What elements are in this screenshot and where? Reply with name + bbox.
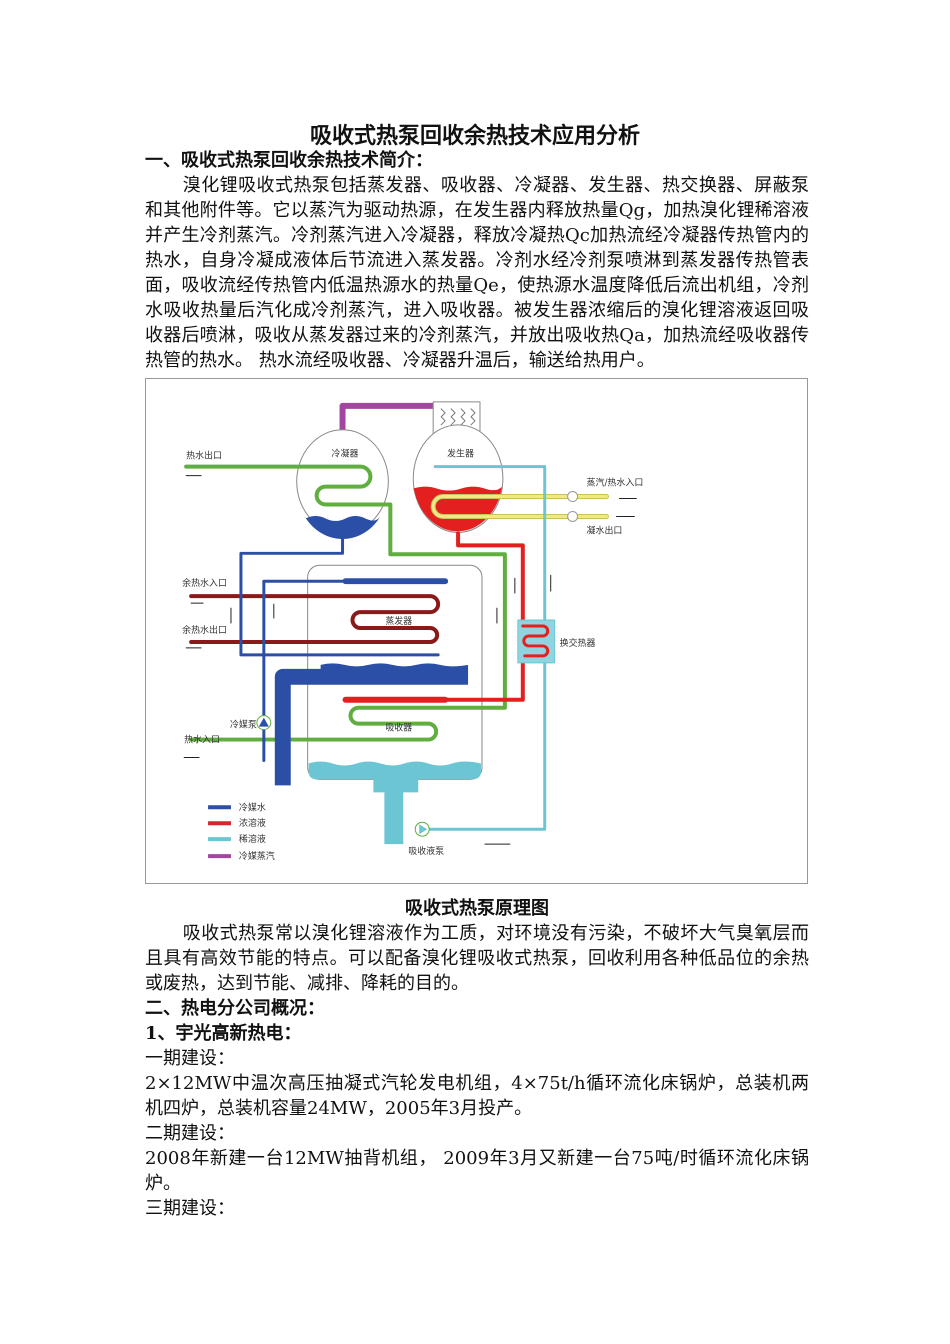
phase-3-label: 三期建设：	[145, 1198, 235, 1219]
legend-label: 冷媒水	[239, 801, 266, 813]
label-absorber: 吸收器	[385, 722, 412, 734]
section-1-heading: 一、吸收式热泵回收余热技术简介：	[145, 150, 433, 171]
phase-2-label: 二期建设：	[145, 1123, 235, 1144]
label-waste-water-out: 余热水出口	[182, 624, 227, 636]
label-evaporator: 蒸发器	[385, 615, 412, 627]
legend-label: 冷媒蒸汽	[239, 850, 275, 862]
figure-caption: 吸收式热泵原理图	[405, 898, 549, 919]
label-solution-pump: 吸收液泵	[408, 845, 444, 857]
label-condenser: 冷凝器	[332, 448, 359, 460]
diagram-svg: 热水出口 冷凝器 发生器 蒸汽/热水入口 凝水出口 余热水入口 余热水出口 蒸发…	[182, 401, 644, 862]
section-2-heading: 二、热电分公司概况：	[145, 998, 325, 1019]
label-hot-water-in: 热水入口	[184, 734, 220, 746]
legend-label: 稀溶液	[239, 833, 266, 845]
section-2: 吸收式热泵原理图 吸收式热泵常以溴化锂溶液作为工质，对环境没有污染，不破坏大气臭…	[145, 896, 809, 1221]
intro-paragraph: 溴化锂吸收式热泵包括蒸发器、吸收器、冷凝器、发生器、热交换器、屏蔽泵和其他附件等…	[145, 175, 809, 371]
legend: 冷媒水 浓溶液 稀溶液 冷媒蒸汽	[208, 801, 275, 862]
section-1: 一、吸收式热泵回收余热技术简介： 溴化锂吸收式热泵包括蒸发器、吸收器、冷凝器、发…	[145, 148, 809, 373]
label-hot-water-out: 热水出口	[186, 450, 222, 462]
heat-pump-diagram: 热水出口 冷凝器 发生器 蒸汽/热水入口 凝水出口 余热水入口 余热水出口 蒸发…	[145, 378, 808, 884]
page-title: 吸收式热泵回收余热技术应用分析	[309, 123, 640, 149]
label-refrigerant-pump: 冷媒泵	[230, 719, 257, 731]
label-heat-exchanger: 换交热器	[560, 637, 596, 649]
label-steam-in: 蒸汽/热水入口	[587, 477, 644, 489]
phase-2-text: 2008年新建一台12MW抽背机组， 2009年3月又新建一台75吨/时循环流化…	[145, 1148, 809, 1194]
label-condensate-out: 凝水出口	[587, 524, 623, 536]
label-generator: 发生器	[447, 448, 474, 460]
subsection-heading: 1、宇光高新热电：	[145, 1023, 302, 1044]
paragraph: 吸收式热泵常以溴化锂溶液作为工质，对环境没有污染，不破坏大气臭氧层而且具有高效节…	[145, 923, 809, 994]
phase-1-text: 2×12MW中温次高压抽凝式汽轮发电机组，4×75t/h循环流化床锅炉，总装机两…	[145, 1073, 809, 1119]
legend-label: 浓溶液	[239, 817, 266, 829]
phase-1-label: 一期建设：	[145, 1048, 235, 1069]
label-waste-water-in: 余热水入口	[182, 577, 227, 589]
